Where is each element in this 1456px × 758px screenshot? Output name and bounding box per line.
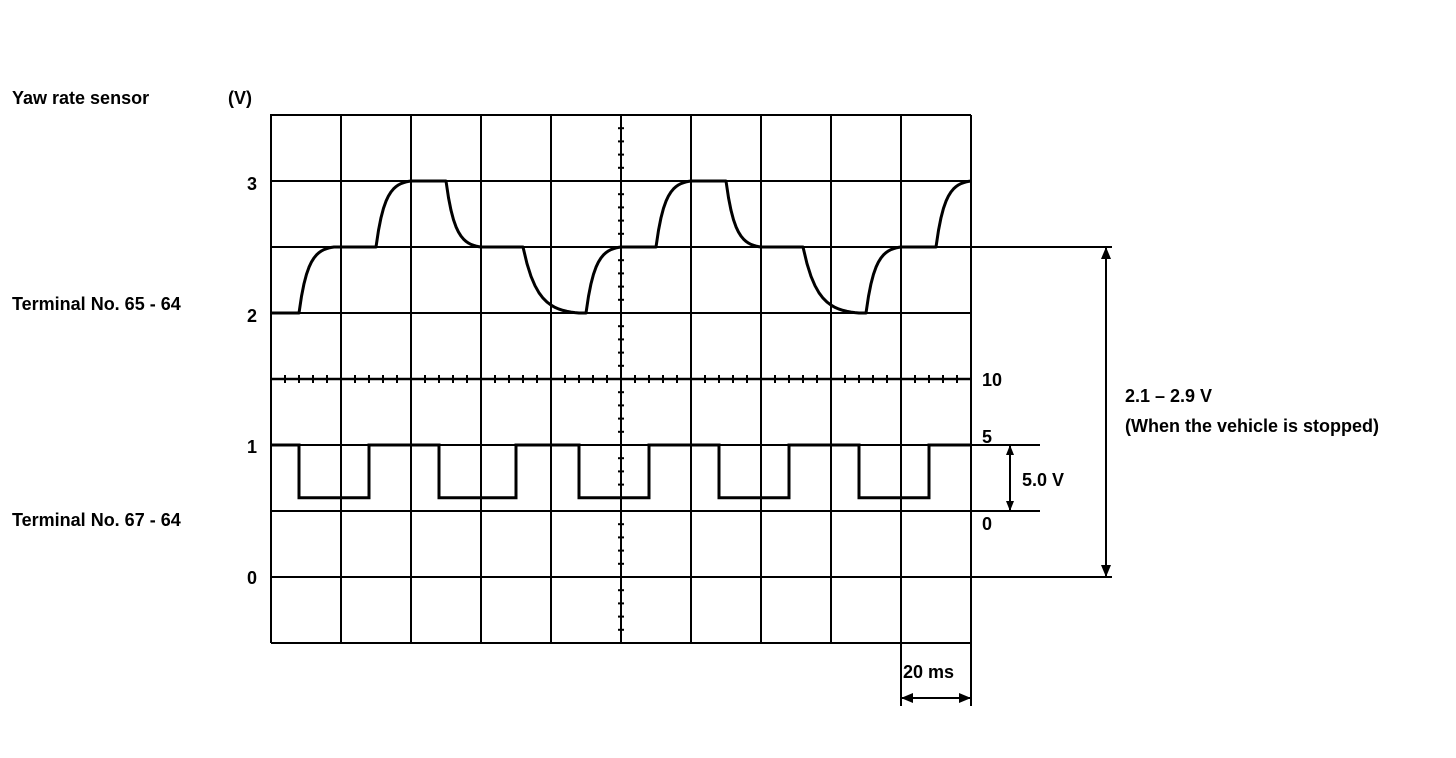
traces	[271, 179, 972, 500]
right-tick-10: 10	[982, 370, 1002, 390]
terminal-b-label: Terminal No. 67 - 64	[12, 510, 181, 530]
right-tick-5: 5	[982, 427, 992, 447]
pulse-arrow-head-bottom	[1006, 501, 1014, 511]
range-arrow-head-top	[1101, 247, 1111, 259]
grid	[270, 114, 1112, 644]
sensor-name-label: Yaw rate sensor	[12, 88, 149, 108]
trace-terminal-67-64	[271, 443, 971, 500]
y-tick-3: 3	[247, 174, 257, 194]
y-tick-1: 1	[247, 437, 257, 457]
unit-label: (V)	[228, 88, 252, 108]
right-tick-0: 0	[982, 514, 992, 534]
terminal-a-label: Terminal No. 65 - 64	[12, 294, 181, 314]
range-note-label: (When the vehicle is stopped)	[1125, 416, 1379, 436]
annotation-lines	[900, 247, 1111, 706]
trace-terminal-65-64	[271, 179, 972, 315]
range-arrow-head-bottom	[1101, 565, 1111, 577]
time-division-label: 20 ms	[903, 662, 954, 682]
time-arrow-head-left	[901, 693, 913, 703]
time-arrow-head-right	[959, 693, 971, 703]
pulse-amplitude-label: 5.0 V	[1022, 470, 1064, 490]
pulse-arrow-head-top	[1006, 445, 1014, 455]
y-tick-2: 2	[247, 306, 257, 326]
y-tick-0: 0	[247, 568, 257, 588]
range-value-label: 2.1 – 2.9 V	[1125, 386, 1212, 406]
